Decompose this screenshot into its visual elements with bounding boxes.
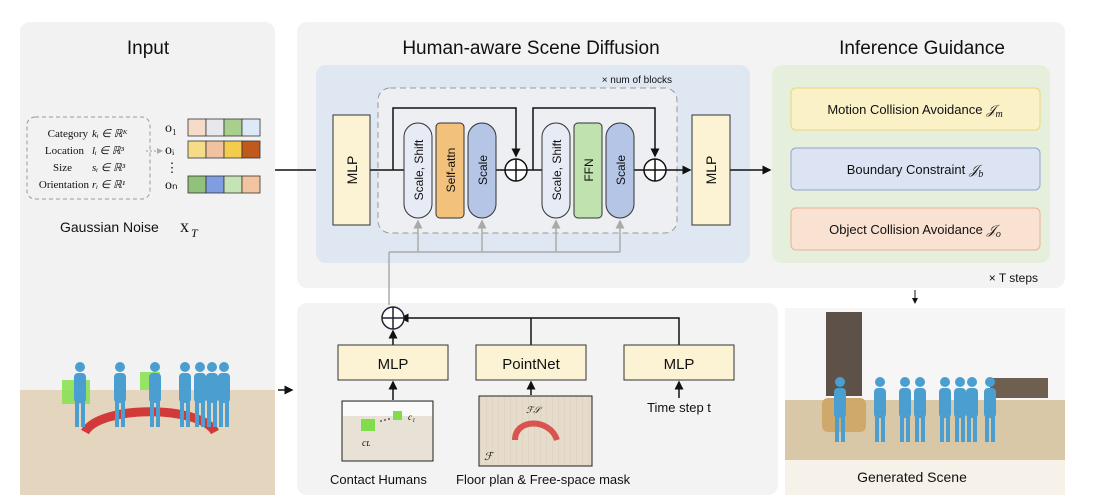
attr-label: Location	[45, 145, 85, 157]
human-figure	[955, 377, 965, 387]
human-figure	[207, 362, 217, 372]
object-feature-cell	[223, 118, 243, 137]
steps-note: × T steps	[989, 271, 1038, 285]
block-layer	[573, 122, 603, 219]
block-layer	[435, 122, 465, 219]
object-feature-cell	[187, 175, 207, 194]
attributes-box	[26, 116, 151, 200]
attr-symbol: kᵢ ∈ ℝᴷ	[92, 128, 128, 140]
attr-symbol: lᵢ ∈ ℝ³	[92, 145, 125, 157]
human-figure	[967, 377, 977, 387]
mlp-out-label: MLP	[703, 156, 719, 185]
human-figure	[75, 362, 85, 372]
noise-label: Gaussian Noise	[60, 219, 159, 235]
block-layer-label: Self-attn	[444, 148, 458, 193]
object-feature-cell	[241, 118, 261, 137]
mlp-out	[691, 114, 731, 226]
object-label: oᵢ	[165, 143, 175, 158]
block-layer-label: Scale	[476, 155, 490, 185]
attr-label: Orientation	[39, 179, 90, 191]
pointnet-label: PointNet	[502, 356, 560, 373]
pointnet	[475, 344, 587, 381]
contact-humans-image: c₁ cʟ	[341, 400, 434, 462]
generated-scene-image: Generated Scene	[785, 308, 1065, 495]
guidance-term	[790, 207, 1041, 251]
num-blocks-note: × num of blocks	[602, 75, 672, 86]
block-layer	[605, 122, 635, 219]
object-label: o₁	[165, 121, 177, 136]
object-feature-cell	[223, 140, 243, 159]
object-feature-cell	[223, 175, 243, 194]
block-layer	[467, 122, 497, 219]
attr-label: Size	[53, 162, 72, 174]
object-feature-cell	[205, 175, 225, 194]
attr-label: Category	[48, 128, 89, 140]
mlp-contact-label: MLP	[378, 356, 409, 373]
contact-caption: Contact Humans	[330, 472, 427, 487]
generated-scene-caption: Generated Scene	[857, 469, 967, 485]
fs-label: ℱ𝒮	[526, 405, 543, 415]
human-figure	[940, 377, 950, 387]
mlp-time-label: MLP	[664, 356, 695, 373]
mlp-in	[332, 114, 371, 226]
diffusion-title: Human-aware Scene Diffusion	[402, 38, 659, 59]
block-layer-label: Scale	[614, 155, 628, 185]
human-figure	[835, 377, 845, 387]
block-layer	[403, 122, 433, 219]
ellipsis: ⋮	[166, 160, 179, 175]
c1-label: c₁	[408, 412, 415, 422]
mlp-time	[623, 344, 735, 381]
floor-plan-image: ℱ𝒮 ℱ	[478, 395, 593, 467]
guidance-term	[790, 87, 1041, 131]
object-feature-cell	[187, 118, 207, 137]
human-figure	[915, 377, 925, 387]
block-layer	[541, 122, 571, 219]
human-figure	[150, 362, 160, 372]
residual-add-1	[504, 158, 528, 182]
object-feature-cell	[241, 175, 261, 194]
mlp-contact	[337, 344, 449, 381]
block-layer-label: Scale, Shift	[412, 139, 426, 200]
object-label: oₙ	[165, 178, 178, 193]
human-figure	[115, 362, 125, 372]
attr-symbol: rᵢ ∈ ℝ¹	[92, 179, 125, 191]
human-figure	[875, 377, 885, 387]
human-figure	[195, 362, 205, 372]
cL-label: cʟ	[362, 438, 370, 449]
object-feature-cell	[241, 140, 261, 159]
human-figure	[900, 377, 910, 387]
floor-caption: Floor plan & Free-space mask	[456, 472, 631, 487]
f-label: ℱ	[484, 451, 495, 463]
human-figure	[219, 362, 229, 372]
noise-symbol: x	[180, 216, 189, 236]
human-figure	[180, 362, 190, 372]
noise-subscript: T	[191, 226, 199, 240]
block-layer-label: FFN	[582, 158, 596, 181]
attr-symbol: sᵢ ∈ ℝ³	[92, 162, 126, 174]
input-humans-image	[20, 362, 275, 495]
residual-add-2	[643, 158, 667, 182]
mlp-in-label: MLP	[344, 156, 360, 185]
human-figure	[985, 377, 995, 387]
condition-add	[381, 306, 405, 330]
object-feature-cell	[187, 140, 207, 159]
guidance-term	[790, 147, 1041, 191]
input-title: Input	[127, 38, 170, 59]
object-feature-cell	[205, 140, 225, 159]
object-feature-cell	[205, 118, 225, 137]
guidance-title: Inference Guidance	[839, 38, 1005, 59]
block-layer-label: Scale, Shift	[550, 139, 564, 200]
time-caption: Time step t	[647, 400, 711, 415]
